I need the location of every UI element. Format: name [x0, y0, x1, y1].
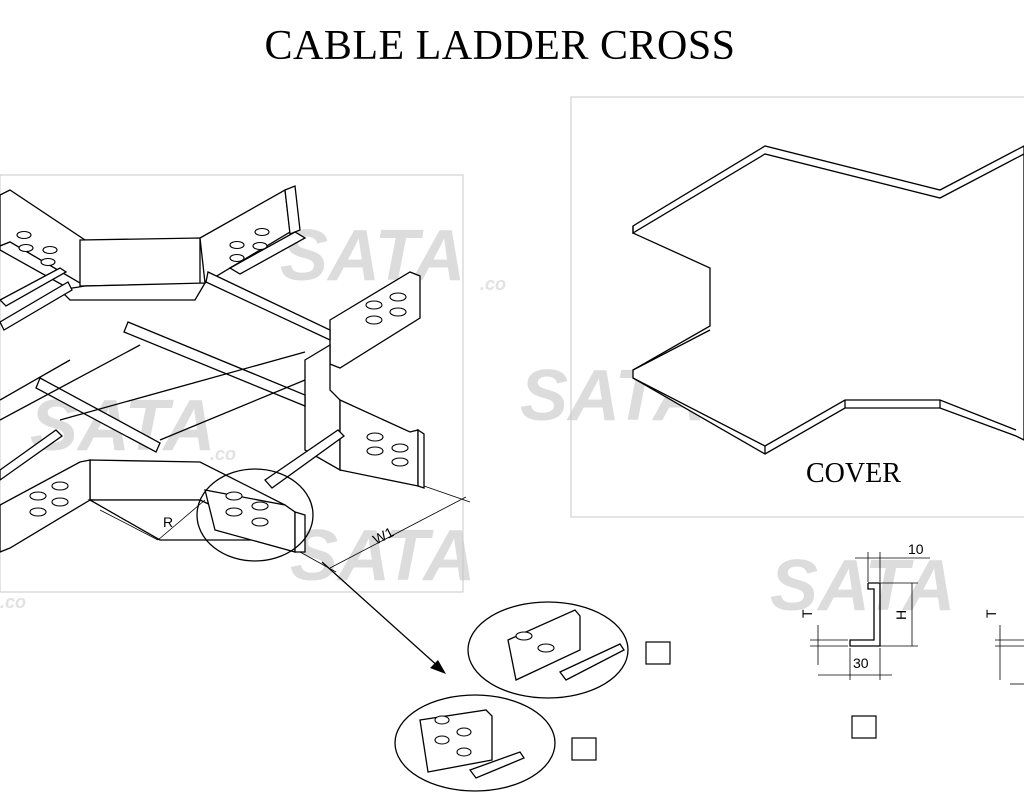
watermark-logo: SATA: [770, 546, 955, 626]
detail-option-1: [467, 601, 671, 699]
option-checkbox[interactable]: [645, 641, 671, 665]
slot: [434, 735, 450, 745]
dimension-line: [99, 509, 159, 541]
curved-rail: [79, 237, 201, 287]
slot: [51, 497, 69, 507]
c-profile: [849, 582, 881, 647]
watermark-suffix: .co: [480, 274, 506, 294]
profile-section: 10 H T 30 T: [799, 541, 1024, 739]
slot-group: [16, 227, 409, 527]
extension-line: [423, 485, 471, 503]
detail-circle: [467, 601, 629, 699]
slot: [251, 501, 269, 511]
rail-profile: [419, 709, 493, 773]
slot: [252, 241, 268, 251]
slot: [391, 443, 409, 453]
height-label: H: [893, 610, 909, 620]
slot: [40, 257, 56, 267]
leader-line: [321, 561, 441, 669]
thickness-label: T: [799, 609, 815, 618]
curve-flange: [58, 282, 207, 301]
slot: [42, 245, 58, 255]
slot: [254, 227, 270, 237]
slot: [515, 631, 533, 641]
watermark-suffix: .co: [210, 444, 236, 464]
rung: [0, 429, 64, 481]
rail-flange: [228, 231, 307, 275]
end-plate: [339, 398, 419, 487]
thickness-label: T: [983, 609, 999, 618]
drawing-title: CABLE LADDER CROSS: [264, 23, 736, 69]
isometric-view-frame: [0, 174, 464, 593]
radius-label: R: [163, 514, 173, 530]
cover-edge: [632, 329, 711, 371]
slot: [456, 727, 472, 737]
rail-edge: [0, 359, 71, 401]
slot: [29, 491, 47, 501]
slot: [29, 507, 47, 517]
arrowhead-icon: [430, 660, 446, 674]
slot: [251, 517, 269, 527]
slot: [366, 446, 384, 456]
rung: [35, 377, 161, 453]
slot: [537, 643, 555, 653]
watermark-suffix: .co: [0, 592, 26, 612]
slot: [391, 457, 409, 467]
rail-flange: [468, 751, 525, 779]
slot: [365, 300, 383, 310]
rung: [0, 267, 68, 307]
detail-callout-circle: [196, 468, 314, 562]
rail-flange: [558, 643, 625, 681]
slot: [18, 243, 34, 253]
ladder-cross-isometric: R W1: [0, 185, 471, 674]
slot: [225, 491, 243, 501]
slot: [366, 432, 384, 442]
lip-dimension-label: 10: [908, 541, 924, 557]
slot: [229, 240, 245, 250]
rail-edge: [59, 351, 306, 421]
watermark-logo: SATA: [280, 216, 465, 296]
slot: [389, 307, 407, 317]
side-rail: [204, 489, 296, 553]
slot: [389, 292, 407, 302]
rung: [205, 271, 331, 342]
detail-option-2: [394, 694, 597, 792]
rung: [0, 281, 73, 331]
detail-circle: [394, 694, 556, 792]
rung: [123, 321, 306, 407]
rail-edge: [294, 511, 306, 553]
watermark-logo: SATA: [290, 516, 475, 596]
slot: [365, 315, 383, 325]
rail-edge: [159, 379, 306, 441]
slot: [16, 230, 32, 240]
option-checkbox[interactable]: [571, 737, 597, 761]
rail-edge: [0, 344, 141, 421]
cover-edge: [632, 153, 1024, 235]
dimension-line: [329, 496, 467, 569]
dimension-line: [157, 499, 206, 541]
rail-edge: [417, 428, 425, 489]
slot: [456, 747, 472, 757]
cover-label: COVER: [806, 458, 901, 489]
slot: [51, 481, 69, 491]
slot: [229, 253, 245, 263]
cover-view-frame: [570, 96, 1024, 518]
side-rail: [0, 459, 91, 553]
rail-edge: [284, 185, 301, 235]
rung-group: [0, 267, 345, 489]
slot: [225, 507, 243, 517]
slot: [434, 715, 450, 725]
base-dimension-label: 30: [853, 655, 869, 671]
rung: [264, 429, 345, 489]
cover-view: [632, 145, 1024, 455]
option-checkbox[interactable]: [851, 715, 877, 739]
